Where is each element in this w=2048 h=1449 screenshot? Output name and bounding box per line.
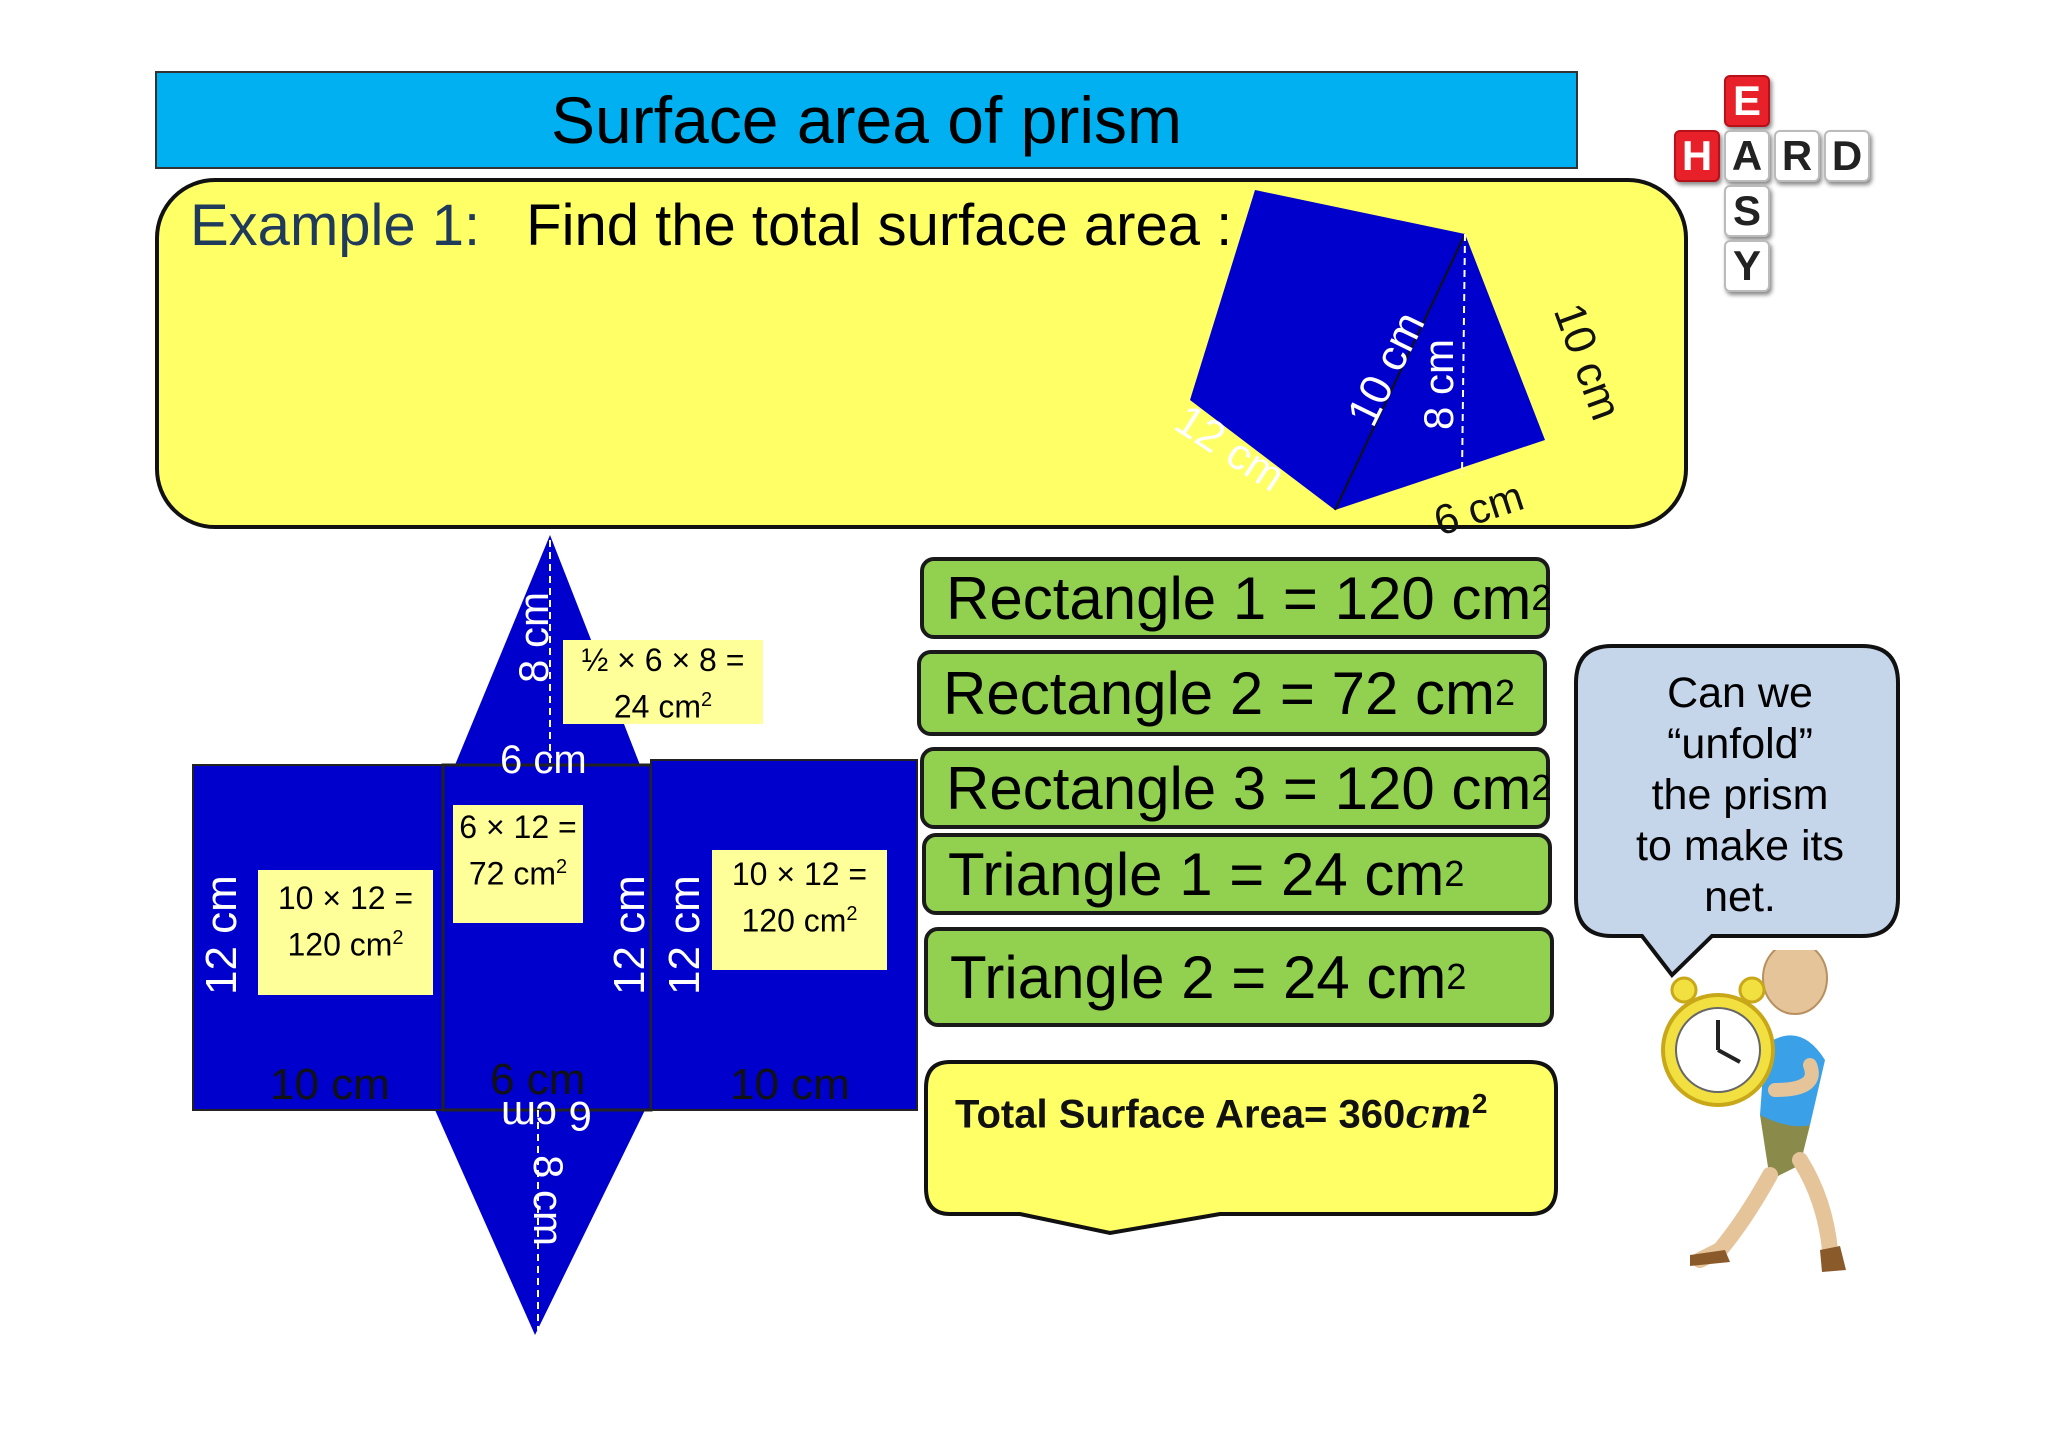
result-rectangle-1-label: Rectangle 1 = 120 cm	[946, 564, 1532, 632]
example-label: Example 1:	[190, 193, 481, 258]
net-left-rect-width: 10 cm	[270, 1060, 390, 1109]
speech-line-4: to make its	[1636, 822, 1844, 870]
triangle-calc-line1: ½ × 6 × 8 =	[581, 642, 745, 678]
net-bottom-triangle-height: 8 cm	[525, 1155, 572, 1247]
easy-hard-logo: E H A R D S Y	[1660, 75, 1900, 315]
net-bottom-triangle	[435, 1110, 645, 1335]
right-calc-sup: 2	[846, 903, 858, 925]
result-rectangle-2-label: Rectangle 2 = 72 cm	[943, 659, 1495, 727]
net-left-rect-height: 12 cm	[197, 875, 246, 995]
result-triangle-1-sup: 2	[1444, 853, 1465, 894]
logo-tile-e: E	[1724, 75, 1770, 127]
prism-height-label: 8 cm	[1415, 338, 1462, 430]
speech-text: Can we “unfold” the prism to make its ne…	[1590, 668, 1890, 923]
middle-calc-sup: 2	[556, 856, 568, 878]
triangle-calc-note: ½ × 6 × 8 = 24 cm2	[563, 640, 763, 727]
left-calc-sup: 2	[392, 927, 404, 949]
speech-bubble	[1574, 644, 1900, 979]
logo-tile-y: Y	[1724, 240, 1770, 292]
middle-calc-line2: 72 cm	[468, 855, 556, 892]
prism-height-line	[1461, 233, 1466, 476]
left-calc-note: 10 × 12 = 120 cm2	[258, 870, 433, 995]
total-sup: 2	[1471, 1088, 1488, 1119]
left-calc-line2-wrap: 120 cm2	[258, 918, 433, 965]
total-surface-area: Total Surface Area= 360cm2	[955, 1088, 1487, 1137]
prism-edge	[1334, 233, 1466, 511]
logo-tile-d: D	[1824, 130, 1870, 182]
speech-line-3: the prism	[1651, 771, 1829, 819]
speech-line-2: “unfold”	[1667, 720, 1813, 768]
middle-calc-line2-wrap: 72 cm2	[453, 847, 583, 894]
prism-shape	[1190, 190, 1545, 510]
net-right-rect-width: 10 cm	[730, 1060, 850, 1109]
net-top-triangle-base: 6 cm	[500, 738, 587, 782]
page-title: Surface area of prism	[551, 83, 1182, 157]
triangle-calc-line2-wrap: 24 cm2	[563, 680, 763, 727]
net-middle-rect-height: 12 cm	[605, 875, 654, 995]
net-bottom-triangle-base: 6 cm	[500, 1093, 592, 1140]
result-rectangle-2-sup: 2	[1494, 672, 1516, 713]
result-rectangle-3-label: Rectangle 3 = 120 cm	[946, 754, 1532, 822]
total-label: Total Surface Area= 360	[955, 1092, 1406, 1137]
result-triangle-2-label: Triangle 2 = 24 cm	[950, 943, 1447, 1011]
speech-line-1: Can we	[1667, 669, 1813, 717]
right-calc-line1: 10 × 12 =	[731, 856, 868, 892]
logo-tile-r: R	[1774, 130, 1820, 182]
net-middle-rect-width: 6 cm	[490, 1055, 586, 1104]
logo-tile-a: A	[1724, 130, 1770, 182]
right-calc-line2: 120 cm	[741, 902, 847, 939]
page-title-bar: Surface area of prism	[155, 71, 1578, 169]
middle-calc-note: 6 × 12 = 72 cm2	[453, 805, 583, 923]
net-top-triangle-height: 8 cm	[510, 591, 557, 683]
speech-line-5: net.	[1704, 873, 1776, 921]
result-triangle-2-sup: 2	[1446, 956, 1467, 997]
left-calc-line1: 10 × 12 =	[277, 880, 414, 916]
right-calc-note: 10 × 12 = 120 cm2	[712, 850, 887, 970]
running-figure-clock-icon	[1661, 950, 1846, 1272]
prism-diagram	[1190, 190, 1545, 511]
logo-tile-h: H	[1674, 130, 1720, 182]
example-heading: Example 1: Find the total surface area :	[190, 192, 1232, 259]
example-question: Find the total surface area :	[526, 193, 1233, 258]
total-unit: cm	[1405, 1090, 1472, 1138]
result-rectangle-3-sup: 2	[1531, 767, 1552, 808]
result-triangle-1-label: Triangle 1 = 24 cm	[948, 840, 1445, 908]
triangle-calc-line2: 24 cm	[613, 688, 701, 725]
result-rectangle-1-sup: 2	[1531, 577, 1552, 618]
triangle-calc-sup: 2	[701, 689, 713, 711]
left-calc-line2: 120 cm	[287, 926, 393, 963]
logo-tile-s: S	[1724, 185, 1770, 237]
total-callout-shape	[924, 1060, 1558, 1236]
net-right-rect-height: 12 cm	[660, 875, 709, 995]
middle-calc-line1: 6 × 12 =	[459, 809, 577, 845]
right-calc-line2-wrap: 120 cm2	[712, 894, 887, 941]
